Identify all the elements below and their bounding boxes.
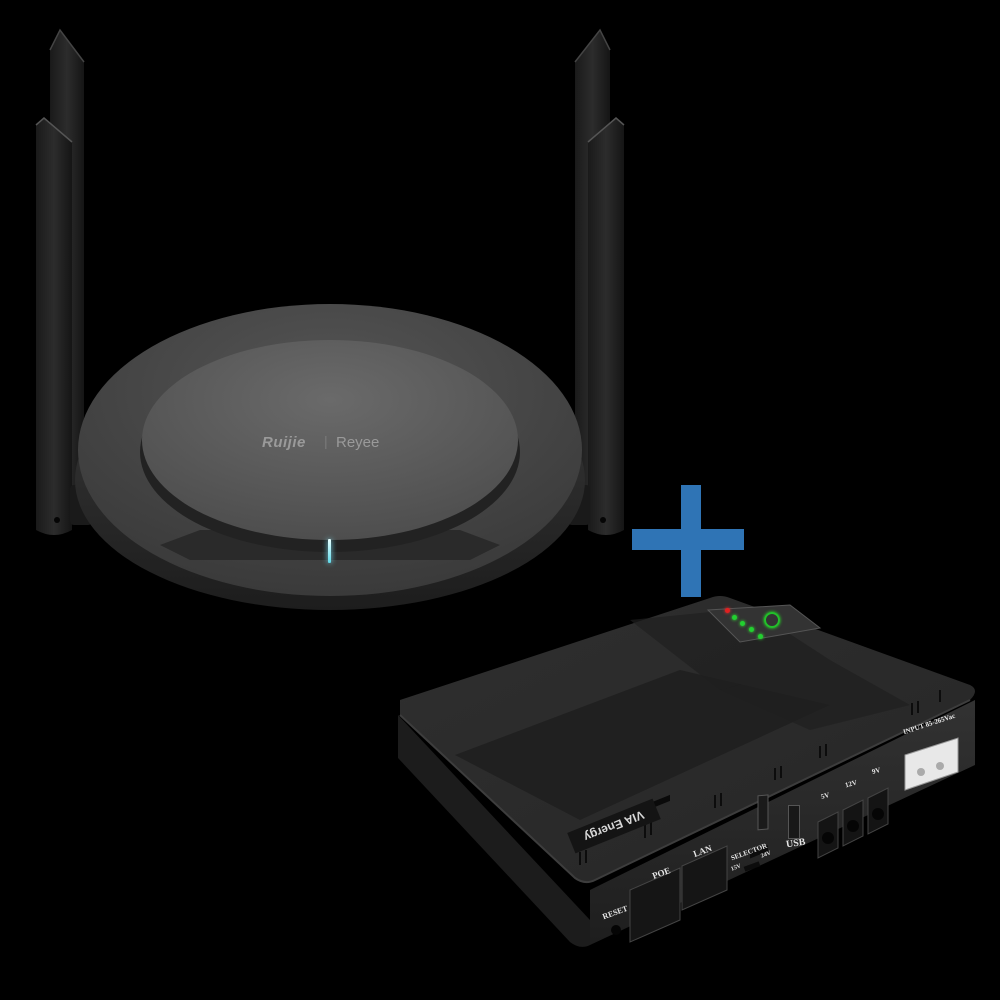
router: Ruijie | Reyee [0, 0, 640, 620]
router-status-led [328, 539, 331, 563]
plus-icon [632, 480, 744, 600]
led-green-4 [758, 634, 763, 639]
led-green-3 [749, 627, 754, 632]
antenna-front-right [587, 117, 625, 535]
led-red [725, 608, 730, 613]
router-logo-separator: | [324, 433, 328, 449]
usb-port[interactable] [788, 805, 800, 839]
reset-button[interactable] [610, 924, 622, 936]
power-button-icon[interactable] [764, 612, 780, 628]
led-green-2 [740, 621, 745, 626]
ups-status-panel [720, 608, 810, 642]
router-graphic [35, 28, 625, 610]
lan-port-shape [681, 845, 728, 911]
router-logo-ruijie: Ruijie [262, 434, 306, 451]
mini-ups: VIA Energy RESET POE LAN SELECTOR 15V 24… [390, 590, 990, 950]
router-logo-reyee: Reyee [336, 434, 380, 451]
lan-port[interactable] [682, 852, 727, 907]
poe-port[interactable] [630, 875, 680, 935]
led-green-1 [732, 615, 737, 620]
ups-graphic [398, 596, 975, 947]
ac-input-socket[interactable] [915, 740, 967, 778]
antenna-front-left [35, 117, 73, 535]
